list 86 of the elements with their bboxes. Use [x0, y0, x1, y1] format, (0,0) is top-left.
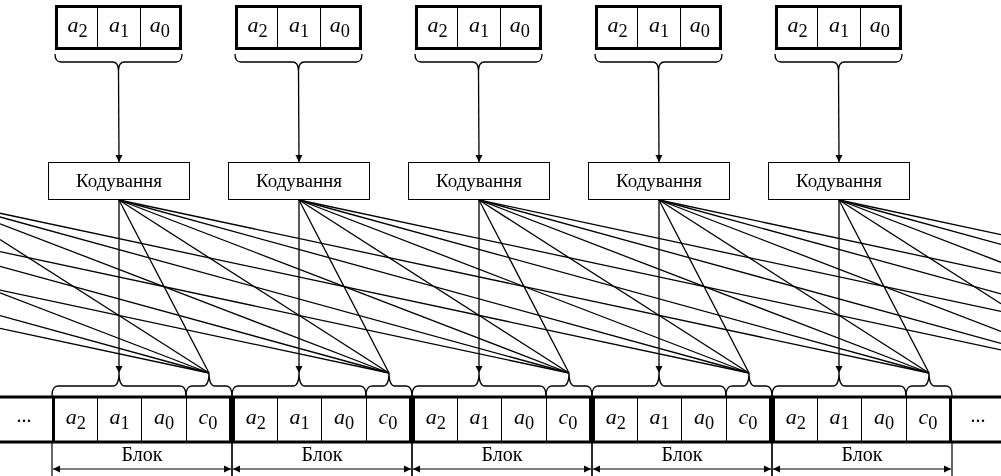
bit-cell: a$_{1}$: [637, 5, 680, 50]
arrow: [295, 70, 303, 163]
bit-cell: a$_{2}$: [52, 397, 97, 442]
bit-cell: a$_{0}$: [859, 5, 902, 50]
dimension-label: Блок: [840, 444, 884, 464]
check-bit: [186, 373, 232, 442]
connector-line: [118, 199, 390, 374]
bit-cell: a$_{1}$: [636, 397, 682, 442]
bit-register: [235, 5, 362, 71]
ellipsis: ...: [15, 404, 33, 427]
bit-cell: a$_{0}$: [861, 397, 906, 442]
arrow: [475, 70, 483, 163]
bit-cell: a$_{2}$: [772, 397, 817, 442]
arrow: [295, 199, 303, 374]
information-bits: [52, 373, 186, 442]
bit-cell: c$_{0}$: [186, 397, 232, 442]
connector-line: [0, 292, 210, 374]
check-bit: [546, 373, 592, 442]
bit-cell: a$_{2}$: [775, 5, 818, 50]
connector-line: [478, 199, 570, 374]
bit-cell: a$_{1}$: [456, 397, 502, 442]
check-bit: [906, 373, 952, 442]
bit-cell: a$_{1}$: [97, 5, 140, 50]
ellipsis: ...: [969, 404, 987, 427]
bit-cell: a$_{0}$: [501, 397, 546, 442]
bit-cell: a$_{2}$: [235, 5, 278, 50]
bit-cell: a$_{2}$: [415, 5, 458, 50]
connector-line: [658, 199, 930, 374]
process-box: Кодування: [228, 162, 370, 200]
dimension-label: Блок: [300, 444, 344, 464]
connector-line: [658, 199, 750, 374]
connector-line: [118, 199, 210, 374]
dimension-label: Блок: [120, 444, 164, 464]
connector-line: [838, 199, 930, 374]
bit-cell: c$_{0}$: [546, 397, 592, 442]
bit-cell: a$_{1}$: [276, 397, 322, 442]
process-box: Кодування: [48, 162, 190, 200]
arrow: [835, 199, 843, 374]
arrow: [655, 70, 663, 163]
bit-cell: a$_{0}$: [139, 5, 182, 50]
dimension-label: Блок: [480, 444, 524, 464]
information-bits: [592, 373, 726, 442]
arrow: [475, 199, 483, 374]
bit-cell: a$_{0}$: [321, 397, 366, 442]
bit-cell: c$_{0}$: [726, 397, 772, 442]
information-bits: [412, 373, 546, 442]
bit-cell: a$_{2}$: [232, 397, 277, 442]
bit-cell: a$_{0}$: [141, 397, 186, 442]
connector-line: [478, 199, 930, 374]
information-bits: [232, 373, 366, 442]
bit-cell: a$_{0}$: [681, 397, 726, 442]
bit-cell: a$_{1}$: [457, 5, 500, 50]
bit-cell: a$_{1}$: [817, 5, 860, 50]
bit-cell: c$_{0}$: [366, 397, 412, 442]
arrow: [115, 199, 123, 374]
arrow: [835, 70, 843, 163]
connector-line: [298, 199, 570, 374]
bit-cell: a$_{1}$: [96, 397, 142, 442]
connector-line: [298, 199, 390, 374]
bit-cell: a$_{2}$: [595, 5, 638, 50]
bit-register: [775, 5, 902, 71]
information-bits: [772, 373, 906, 442]
bit-register: [595, 5, 722, 71]
bit-cell: a$_{2}$: [412, 397, 457, 442]
connector-line: [838, 199, 1001, 305]
connector-line: [478, 199, 750, 374]
bit-register: [55, 5, 182, 71]
check-bit: [366, 373, 412, 442]
connector-line: [0, 327, 210, 374]
process-box: Кодування: [588, 162, 730, 200]
arrow: [115, 70, 123, 163]
bit-cell: a$_{2}$: [592, 397, 637, 442]
bit-cell: a$_{0}$: [679, 5, 722, 50]
connector-line: [0, 289, 390, 374]
bit-cell: a$_{2}$: [55, 5, 98, 50]
bit-cell: a$_{0}$: [499, 5, 542, 50]
bit-register: [415, 5, 542, 71]
bit-cell: a$_{0}$: [319, 5, 362, 50]
bit-cell: a$_{1}$: [816, 397, 862, 442]
process-box: Кодування: [408, 162, 550, 200]
process-box: Кодування: [768, 162, 910, 200]
bit-cell: c$_{0}$: [906, 397, 952, 442]
check-bit: [726, 373, 772, 442]
arrow: [655, 199, 663, 374]
bit-cell: a$_{1}$: [277, 5, 320, 50]
dimension-label: Блок: [660, 444, 704, 464]
